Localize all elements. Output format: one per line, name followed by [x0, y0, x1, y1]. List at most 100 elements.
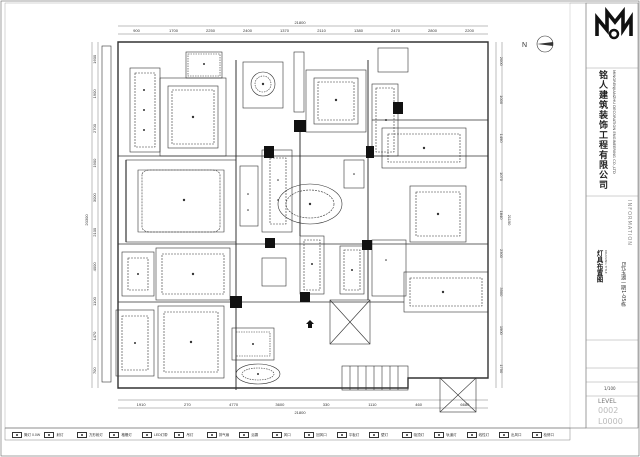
- top-dim-label: 1380: [354, 28, 364, 33]
- bottom-dim-label: 1910: [137, 402, 147, 407]
- legend-dot: [470, 434, 473, 436]
- legend-item: 平板灯: [336, 430, 360, 440]
- left-dim-label: 2100: [92, 227, 97, 237]
- downlight-icon: [12, 432, 22, 438]
- wall-icon: [369, 432, 380, 438]
- north-label: N: [522, 42, 527, 49]
- scale-value: 1/100: [604, 386, 616, 391]
- bottom-dim-label: 1110: [368, 402, 377, 407]
- legend-label: 浴霸: [251, 432, 259, 437]
- legend-item: 回风口: [304, 430, 327, 440]
- legend-dot: [80, 434, 83, 436]
- heater-icon: [239, 432, 250, 438]
- legend-item: 轨道灯: [434, 430, 457, 440]
- right-dim-label: 1490: [499, 134, 504, 144]
- exhaust-icon: [206, 432, 217, 438]
- legend-dot: [535, 434, 538, 436]
- level-value: 0002: [598, 406, 619, 415]
- legend-item: 格栅灯: [109, 430, 132, 440]
- strip-icon: [141, 432, 152, 438]
- north-arrow: N: [522, 35, 554, 53]
- legend-item: 吊灯: [174, 430, 193, 440]
- bottom-dim-label: 6680: [460, 402, 470, 407]
- legend-item: 方形射灯: [76, 430, 103, 440]
- ceiling-icon: [401, 432, 412, 438]
- legend-label: 轨道灯: [446, 432, 457, 437]
- left-dim-label: 1900: [92, 89, 97, 99]
- top-dim-label: 1700: [169, 28, 179, 33]
- left-dim-label: 1100: [92, 296, 97, 305]
- legend-dot: [373, 434, 376, 436]
- right-dim-label: 1070: [499, 172, 504, 182]
- legend-label: 风口: [283, 432, 291, 437]
- legend-label: 吊灯: [186, 432, 194, 437]
- linear-icon: [466, 432, 477, 438]
- square-spot-icon: [76, 432, 87, 438]
- legend-dot: [405, 434, 408, 436]
- legend-item: 检修口: [531, 430, 555, 440]
- top-dim-label: 1370: [280, 28, 290, 33]
- legend-item: 线性灯: [466, 430, 490, 440]
- left-dim-label: 1900: [92, 158, 97, 168]
- spot-icon: [44, 432, 55, 438]
- legend-label: 检修口: [543, 432, 555, 437]
- light-fixtures: [134, 63, 445, 375]
- left-dim-label: 1470: [92, 331, 97, 341]
- legend-dot: [113, 434, 116, 436]
- legend-item: 排气扇: [206, 430, 229, 440]
- level-label: LEVEL: [598, 398, 617, 405]
- legend-item: 风口: [271, 430, 291, 440]
- legend-label: 平板灯: [348, 432, 360, 437]
- project-name: E代玉湖一期1-05栋: [620, 262, 626, 307]
- legend-dot: [340, 434, 343, 436]
- dim-total-height-right: 21190: [507, 215, 512, 227]
- company-name-en: MINGRENJIANZHU DECORATION ENGINEERING CO…: [612, 70, 617, 174]
- left-dim-label: 700: [92, 367, 97, 374]
- access-icon: [531, 432, 542, 438]
- legend-dot: [178, 434, 181, 436]
- right-dim-label: 1000: [499, 95, 504, 105]
- pendant-icon: [174, 432, 185, 438]
- legend-dot: [308, 434, 311, 436]
- legend-border: [4, 427, 571, 441]
- legend-label: 方形射灯: [88, 432, 103, 437]
- legend-dot: [275, 434, 278, 436]
- right-dim-label: 2000: [499, 57, 504, 67]
- legend-dot: [145, 434, 148, 436]
- fan-icon: [271, 432, 282, 438]
- left-dim-label: 2700: [92, 123, 97, 133]
- company-name-cn: 铭人建筑装饰工程有限公司: [597, 70, 607, 190]
- legend-dot: [243, 434, 246, 436]
- information-label: INFORMATION: [626, 200, 632, 247]
- legend-label: 出风口: [511, 432, 522, 437]
- floor-plan: [101, 41, 489, 413]
- legend-item: 浴霸: [239, 430, 258, 440]
- dim-total-width-top: 21800: [294, 20, 306, 25]
- bottom-dim-label: 3600: [275, 402, 285, 407]
- entrance-arrow-icon: [306, 320, 314, 328]
- legend-label: 线性灯: [478, 432, 490, 437]
- right-dim-label: 2300: [499, 249, 504, 259]
- grille-icon: [109, 432, 120, 438]
- legend-dot: [503, 434, 506, 436]
- legend-label: 射灯: [56, 432, 64, 437]
- top-dim-label: 2110: [317, 28, 326, 33]
- legend-dot: [16, 434, 18, 436]
- north-arrow-icon: [537, 42, 553, 46]
- top-dim-label: 2250: [206, 28, 216, 33]
- drawing-title: 灯具布置图: [595, 250, 603, 283]
- legend-dot: [438, 434, 441, 436]
- track-icon: [434, 432, 445, 438]
- dimension-lines: [91, 25, 503, 409]
- legend-dot: [48, 434, 51, 436]
- drawing-title-en: DRAWING TITLE: [604, 250, 608, 274]
- bottom-dim-label: 330: [323, 402, 330, 407]
- title-block: [569, 2, 639, 429]
- top-dim-label: 900: [133, 28, 140, 33]
- right-dim-label: 1900: [499, 326, 504, 336]
- dim-total-height-left: 20300: [84, 214, 89, 226]
